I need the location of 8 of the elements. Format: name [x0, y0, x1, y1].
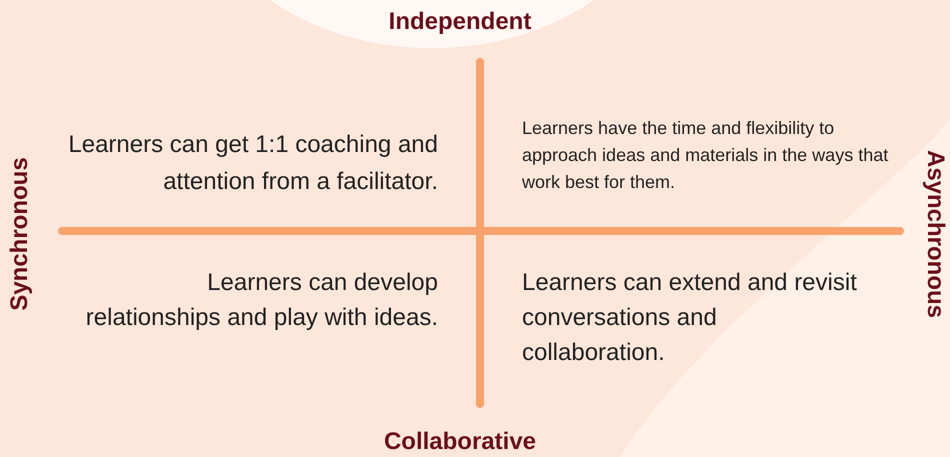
- axis-label: Synchronous: [5, 156, 34, 313]
- quadrant-text: Learners can develop relationships and play with ideas.: [84, 268, 438, 333]
- axis-label: Independent: [388, 7, 532, 37]
- quadrant-text: Learners can get 1:1 coaching and attention from a facilitator.: [67, 130, 438, 197]
- axis-label: Collaborative: [382, 427, 538, 457]
- quadrant-text: Learners can extend and revisit conversations and collaboration.: [522, 268, 858, 368]
- axis-label: Asynchronous: [921, 148, 950, 320]
- quadrant-text: Learners have the time and flexibility to approach ideas and materials in the ways that work best for them.: [522, 117, 890, 194]
